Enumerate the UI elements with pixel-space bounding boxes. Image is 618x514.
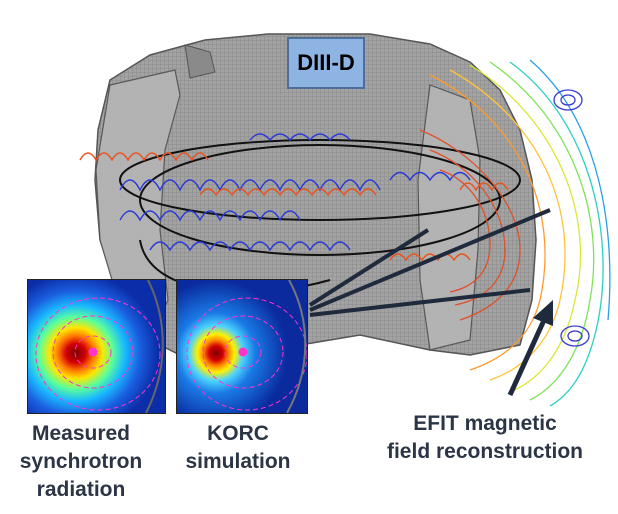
blue-orbit	[119, 133, 471, 252]
korc-simulation-image	[176, 279, 308, 414]
orange-orbit	[79, 152, 509, 262]
efit-arrow	[507, 300, 553, 397]
measured-synchrotron-caption: Measured synchrotron radiation	[19, 422, 143, 501]
diii-d-label: DIII-D	[287, 37, 365, 89]
magnetic-axis-marker	[88, 347, 98, 357]
efit-contours	[419, 59, 611, 407]
korc-simulation-caption: KORC simulation	[185, 422, 291, 473]
measured-synchrotron-image	[27, 279, 166, 414]
vessel	[94, 33, 537, 361]
efit-caption: EFIT magnetic field reconstruction	[386, 412, 584, 463]
pointer-lines	[308, 208, 551, 317]
magnetic-axis-marker	[238, 347, 248, 357]
